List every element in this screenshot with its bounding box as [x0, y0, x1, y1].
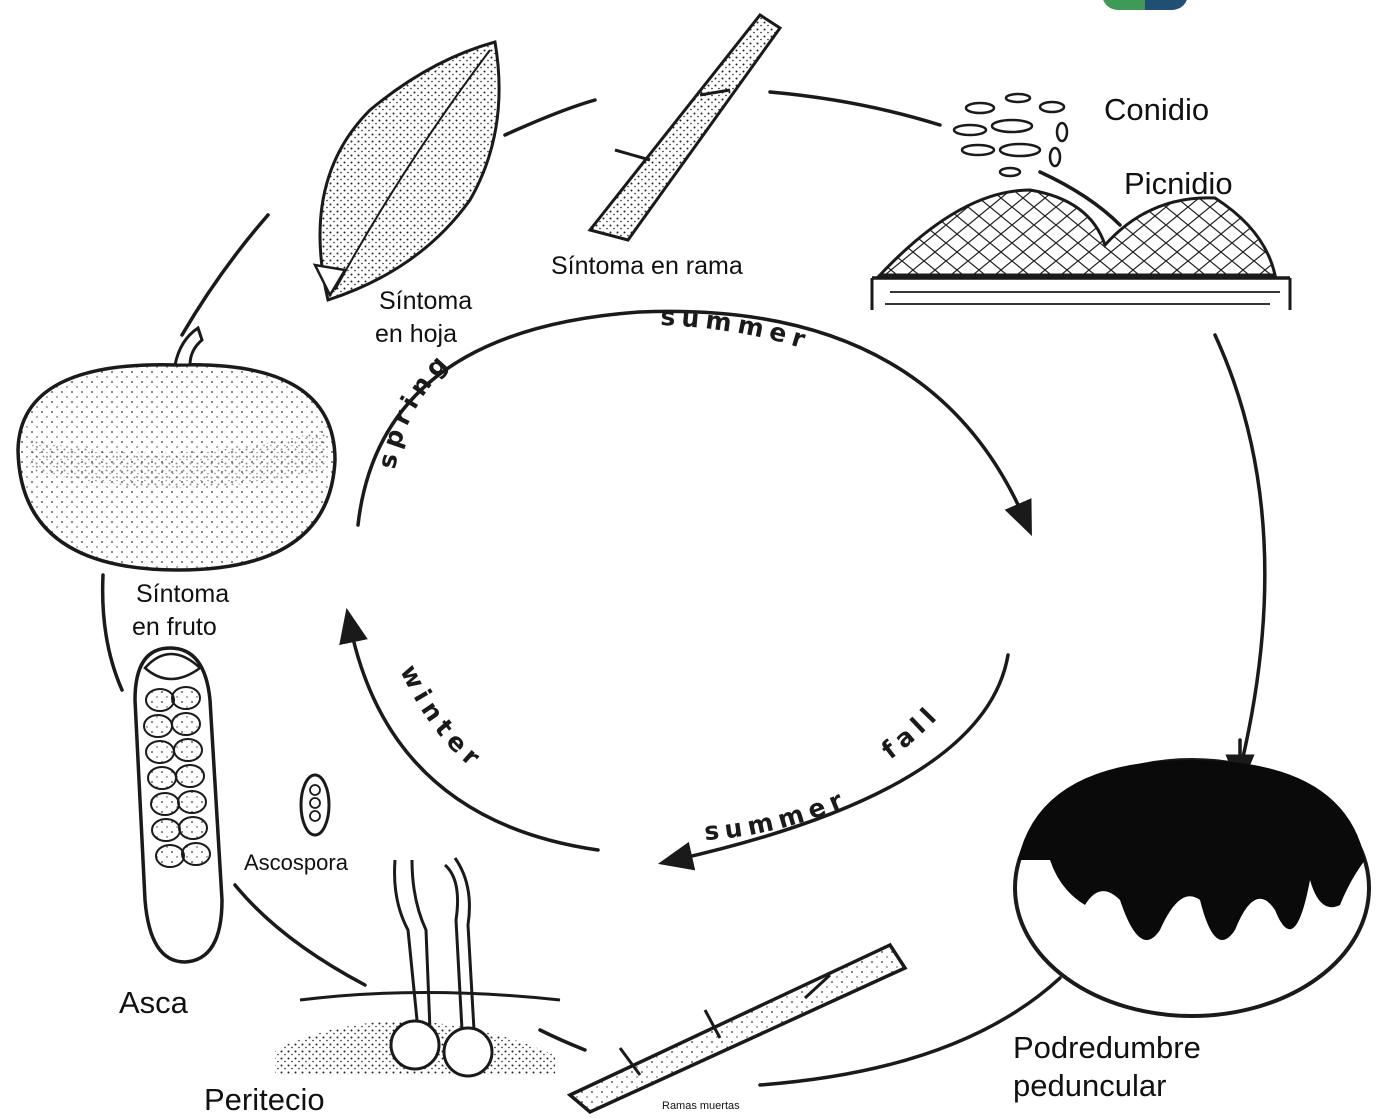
ascus-illustration — [135, 648, 222, 962]
line-perithecia-ascus — [235, 885, 365, 985]
label-ascospora: Ascospora — [240, 850, 352, 875]
line-ascus-fruit — [103, 575, 122, 690]
line-branch-conidia — [770, 92, 940, 125]
label-picnidio: Picnidio — [1124, 166, 1233, 202]
label-conidio: Conidio — [1104, 92, 1209, 128]
season-arc-spring-summer — [358, 311, 1025, 525]
leaf-illustration — [315, 42, 499, 300]
ascospore-illustration — [301, 775, 329, 835]
label-sintoma-hoja-2: en hoja — [375, 320, 457, 349]
conidia-illustration — [954, 94, 1067, 176]
season-fall: fall — [876, 698, 946, 764]
label-podredumbre-2: peduncular — [1013, 1068, 1166, 1104]
season-summer-bottom: summer — [703, 783, 852, 846]
label-sintoma-fruto-1: Síntoma — [132, 580, 233, 609]
label-sintoma-fruto-2: en fruto — [132, 613, 217, 642]
dead-branch-illustration — [570, 945, 905, 1112]
label-ramas-muertas: Ramas muertas — [658, 1100, 744, 1113]
label-sintoma-hoja-1: Síntoma — [375, 287, 476, 316]
label-podredumbre-1: Podredumbre — [1013, 1030, 1201, 1066]
line-leaf-branch — [505, 100, 595, 135]
seasonal-cycle — [350, 311, 1025, 860]
branch-symptom-illustration — [590, 15, 780, 240]
season-summer-top: summer — [660, 302, 815, 356]
pycnidia-illustration — [872, 190, 1290, 310]
line-fruit-leaf — [182, 215, 268, 335]
label-peritecio: Peritecio — [198, 1082, 331, 1118]
season-spring: spring — [372, 345, 457, 471]
line-pycnidia-rot — [1215, 335, 1265, 770]
fruit-symptom-illustration — [18, 328, 335, 570]
label-asca: Asca — [119, 985, 188, 1021]
line-deadbranch-perithecia — [540, 1030, 585, 1050]
season-arc-winter — [350, 625, 598, 850]
stem-end-rot-illustration — [1015, 760, 1369, 1016]
season-winter: winter — [394, 660, 490, 776]
label-sintoma-rama: Síntoma en rama — [547, 252, 747, 281]
perithecia-illustration — [275, 858, 560, 1076]
